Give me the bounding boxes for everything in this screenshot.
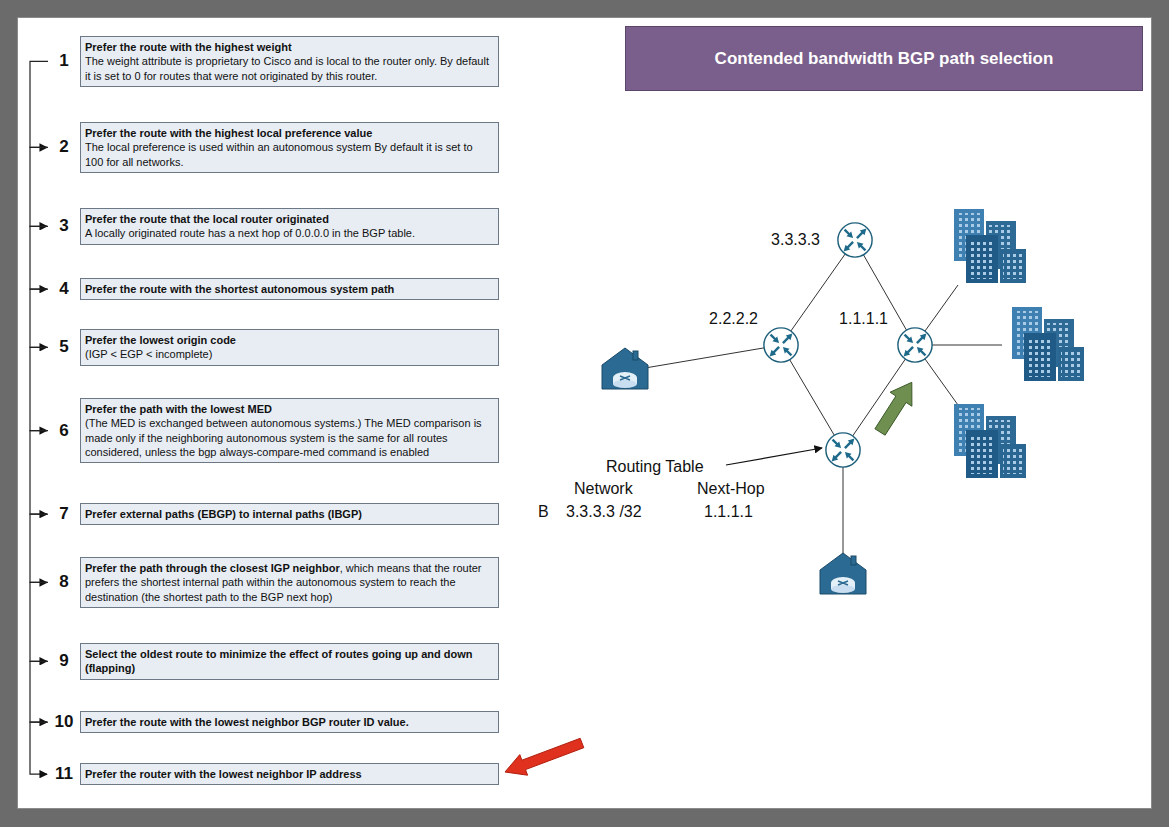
step-heading: Prefer the router with the lowest neighb… — [85, 767, 494, 781]
title-banner: Contended bandwidth BGP path selection — [625, 26, 1143, 91]
router-id: 2.2.2.2 — [707, 310, 760, 328]
building-cluster — [954, 404, 1026, 478]
core-link — [843, 345, 915, 450]
table-cell: 3.3.3.3 /32 — [565, 503, 643, 521]
home-router — [820, 553, 866, 594]
step-box: Prefer the router with the lowest neighb… — [80, 763, 499, 785]
selection-step: 1Prefer the route with the highest weigh… — [48, 36, 499, 87]
flow-connector — [30, 61, 48, 147]
step-box: Prefer external paths (EBGP) to internal… — [80, 503, 499, 525]
path-arrow — [875, 382, 912, 435]
home-router — [602, 348, 648, 389]
router-icon — [836, 221, 874, 259]
router-icon — [762, 326, 800, 364]
step-number: 4 — [48, 279, 80, 299]
network-links — [645, 285, 1002, 560]
table-cell: Next-Hop — [696, 480, 766, 498]
table-cell: Network — [573, 480, 634, 498]
step-box: Prefer the route with the shortest auton… — [80, 278, 499, 300]
step-box: Prefer the path with the lowest MED(The … — [80, 398, 499, 463]
step-body: A locally originated route has a next ho… — [85, 226, 494, 240]
step-box: Prefer the lowest origin code(IGP < EGP … — [80, 329, 499, 366]
selection-step: 2 Prefer the route with the highest local… — [48, 122, 499, 173]
step-body: (The MED is exchanged between autonomous… — [85, 416, 494, 459]
table-cell: B — [537, 503, 550, 521]
step-number: 7 — [48, 504, 80, 524]
selection-step: 11 Prefer the router with the lowest neig… — [48, 763, 499, 785]
building-cluster — [954, 209, 1026, 283]
table-caption: Routing Table — [605, 458, 705, 476]
step-heading: Prefer the lowest origin code — [85, 333, 494, 347]
step-box: Prefer the route with the lowest neighbo… — [80, 711, 499, 733]
step-box: Prefer the path through the closest IGP … — [80, 557, 499, 608]
router-icon — [826, 433, 860, 467]
step-heading: Prefer the route with the highest weight — [85, 40, 494, 54]
step-box: Prefer the route with the highest local … — [80, 122, 499, 173]
step-heading: Prefer the path through the closest IGP … — [85, 562, 340, 574]
step-number: 10 — [48, 712, 80, 732]
step-number: 2 — [48, 137, 80, 157]
highlight-arrow — [505, 738, 584, 775]
table-cell: 1.1.1.1 — [703, 503, 754, 521]
step-number: 5 — [48, 337, 80, 357]
building-cluster — [1012, 307, 1084, 381]
router-node: 1.1.1.1 — [896, 326, 934, 364]
step-number: 3 — [48, 216, 80, 236]
selection-step: 4 Prefer the route with the shortest auto… — [48, 278, 499, 300]
step-body: (IGP < EGP < incomplete) — [85, 347, 494, 361]
flow-connector — [30, 147, 48, 226]
title-text: Contended bandwidth BGP path selection — [715, 49, 1054, 69]
router-icon — [896, 326, 934, 364]
flow-connector — [30, 661, 48, 722]
step-heading: Prefer the route with the shortest auton… — [85, 282, 494, 296]
step-number: 6 — [48, 421, 80, 441]
router-id: 3.3.3.3 — [769, 231, 822, 249]
leader-line — [726, 448, 822, 465]
selection-step: 10 Prefer the route with the lowest neigh… — [48, 711, 499, 733]
selection-step: 7 Prefer external paths (EBGP) to interna… — [48, 503, 499, 525]
selection-step: 6Prefer the path with the lowest MED(The… — [48, 398, 499, 463]
step-body: The local preference is used within an a… — [85, 140, 494, 169]
selection-step: 3 Prefer the route that the local router … — [48, 208, 499, 245]
step-box: Prefer the route with the highest weight… — [80, 36, 499, 87]
step-heading: Prefer the route with the highest local … — [85, 126, 494, 140]
step-heading: Prefer external paths (EBGP) to internal… — [85, 507, 494, 521]
selection-step: 5Prefer the lowest origin code(IGP < EGP… — [48, 329, 499, 366]
step-box: Select the oldest route to minimize the … — [80, 643, 499, 680]
flow-connector — [30, 289, 48, 347]
router-id: 1.1.1.1 — [837, 310, 890, 328]
router-node: 3.3.3.3 — [836, 221, 874, 259]
selection-step: 8 Prefer the path through the closest IGP… — [48, 557, 499, 608]
selection-step: 9Select the oldest route to minimize the… — [48, 643, 499, 680]
step-heading: Prefer the route with the lowest neighbo… — [85, 715, 494, 729]
step-number: 11 — [48, 764, 80, 784]
flow-connector — [30, 226, 48, 289]
step-heading: Prefer the route that the local router o… — [85, 212, 494, 226]
step-number: 1 — [48, 51, 80, 71]
flow-connector — [30, 722, 48, 774]
router-node: 2.2.2.2 — [762, 326, 800, 364]
step-box: Prefer the route that the local router o… — [80, 208, 499, 245]
step-number: 9 — [48, 651, 80, 671]
flow-connector — [30, 582, 48, 661]
access-link — [645, 345, 781, 368]
step-body: The weight attribute is proprietary to C… — [85, 54, 494, 83]
core-link — [781, 345, 843, 450]
flow-connector — [30, 514, 48, 582]
step-heading: Select the oldest route to minimize the … — [85, 647, 494, 676]
step-heading: Prefer the path with the lowest MED — [85, 402, 494, 416]
step-number: 8 — [48, 572, 80, 592]
flow-connector — [30, 431, 48, 515]
flow-connector — [30, 347, 48, 430]
